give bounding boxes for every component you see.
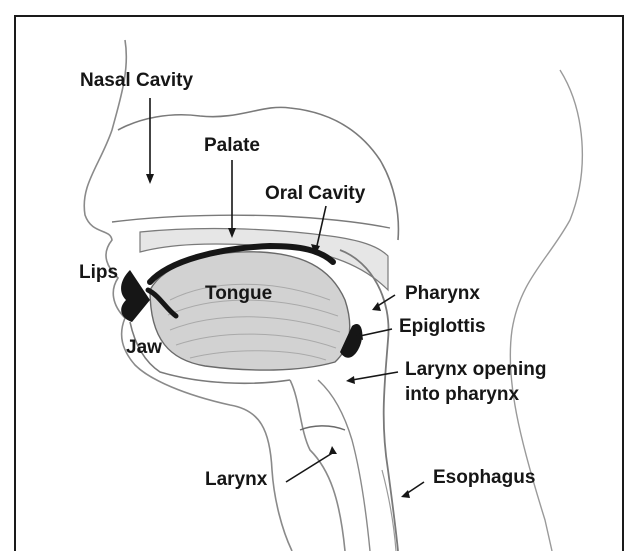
arrowhead-larynx <box>329 446 337 454</box>
arrowhead-larynx-opening <box>346 376 355 384</box>
larynx-tube <box>290 380 345 551</box>
arrowhead-pharynx <box>372 302 381 311</box>
label-jaw: Jaw <box>126 337 162 359</box>
label-larynx: Larynx <box>205 469 267 491</box>
label-tongue: Tongue <box>205 283 272 305</box>
arrowhead-esophagus <box>401 490 410 498</box>
pointer-esophagus <box>406 482 424 494</box>
lips-shape <box>121 270 150 322</box>
arrowhead-nasal-cavity <box>146 174 154 184</box>
label-pharynx: Pharynx <box>405 283 480 305</box>
label-epiglottis: Epiglottis <box>399 316 486 338</box>
larynx-inner <box>318 380 370 551</box>
label-oral-cavity: Oral Cavity <box>265 183 365 205</box>
label-larynx-opening-line1: Larynx opening <box>405 359 546 381</box>
nasal-cavity-outline <box>118 107 398 240</box>
label-esophagus: Esophagus <box>433 467 535 489</box>
label-larynx-opening-line2: into pharynx <box>405 384 519 406</box>
vocal-fold <box>300 426 345 430</box>
pharynx-wall <box>340 250 398 551</box>
nasal-floor <box>112 215 390 228</box>
label-nasal-cavity: Nasal Cavity <box>80 70 193 92</box>
pointer-epiglottis <box>360 329 392 336</box>
pointer-larynx <box>286 452 334 482</box>
label-lips: Lips <box>79 262 118 284</box>
tongue-shape <box>150 252 350 370</box>
label-palate: Palate <box>204 135 260 157</box>
pointer-larynx-opening <box>352 372 398 380</box>
